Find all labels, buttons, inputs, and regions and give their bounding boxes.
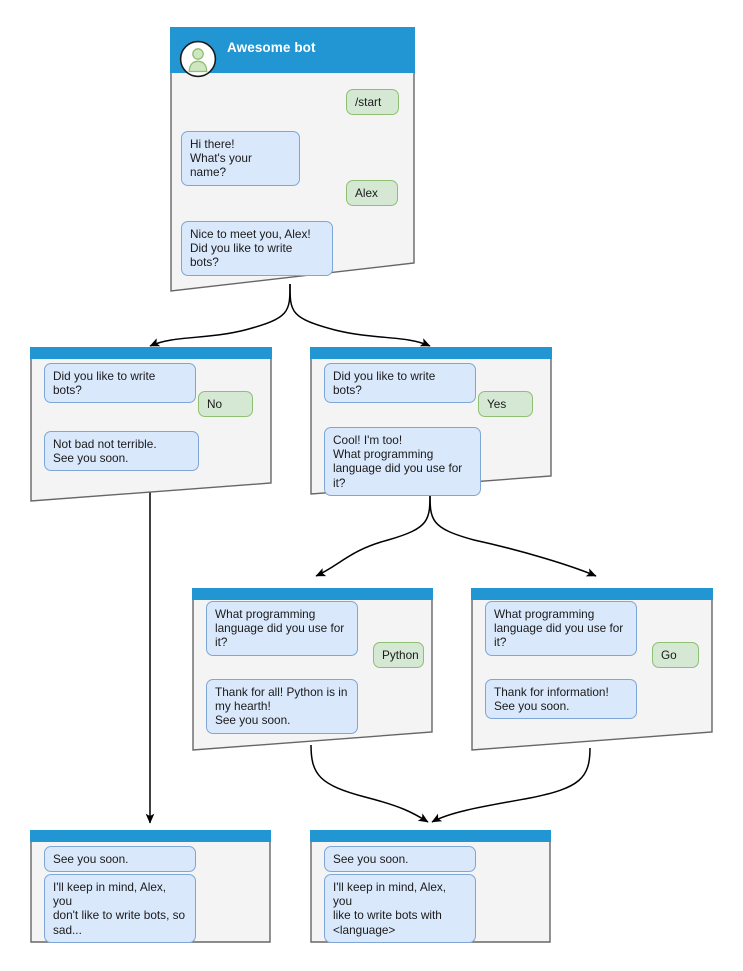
message-bubble-bot: Thank for all! Python is in my hearth! S… [206,679,358,734]
edge-go-to-end-yes [431,747,591,823]
node-answer-python[interactable]: What programming language did you use fo… [192,588,433,751]
person-avatar-icon [179,40,217,78]
message-bubble-bot: Did you like to write bots? [44,363,196,404]
node-end-yes-header [310,830,551,842]
node-answer-go-content: What programming language did you use fo… [471,588,713,751]
message-bubble-user: No [198,391,253,418]
message-bubble-user: Go [652,642,699,669]
node-end-no-header [30,830,271,842]
message-bubble-bot: See you soon. [324,846,476,873]
edge-start-to-no [149,283,291,347]
node-end-no-content: See you soon. I'll keep in mind, Alex, y… [30,830,271,943]
edge-python-to-end-yes [310,744,429,823]
node-start[interactable]: Awesome bot /start Hi there! What's your… [170,27,415,292]
node-end-no[interactable]: See you soon. I'll keep in mind, Alex, y… [30,830,271,943]
node-answer-go-header [471,588,713,600]
message-bubble-bot: I'll keep in mind, Alex, you don't like … [44,874,196,943]
message-bubble-bot: I'll keep in mind, Alex, you like to wri… [324,874,476,943]
message-bubble-bot: Not bad not terrible. See you soon. [44,431,199,472]
message-bubble-user: Alex [346,180,398,207]
message-bubble-bot: Nice to meet you, Alex! Did you like to … [181,221,333,276]
message-bubble-bot: See you soon. [44,846,196,873]
node-answer-no[interactable]: Did you like to write bots? No Not bad n… [30,347,272,502]
message-bubble-bot: What programming language did you use fo… [485,601,637,656]
node-answer-python-content: What programming language did you use fo… [192,588,433,751]
message-bubble-user: Yes [478,391,533,418]
node-end-yes-content: See you soon. I'll keep in mind, Alex, y… [310,830,551,943]
node-start-content: Awesome bot /start Hi there! What's your… [170,27,415,292]
node-end-yes[interactable]: See you soon. I'll keep in mind, Alex, y… [310,830,551,943]
node-answer-yes-header [310,347,552,359]
node-answer-yes[interactable]: Did you like to write bots? Yes Cool! I'… [310,347,552,496]
edge-yes-to-go [429,491,597,577]
message-bubble-bot: Thank for information! See you soon. [485,679,637,720]
message-bubble-bot: Cool! I'm too! What programming language… [324,427,481,496]
message-bubble-bot: What programming language did you use fo… [206,601,358,656]
edge-yes-to-python [315,491,431,577]
node-answer-python-header [192,588,433,600]
node-answer-go[interactable]: What programming language did you use fo… [471,588,713,751]
node-answer-no-content: Did you like to write bots? No Not bad n… [30,347,272,502]
message-bubble-user: /start [346,89,399,116]
node-answer-no-header [30,347,272,359]
node-answer-yes-content: Did you like to write bots? Yes Cool! I'… [310,347,552,496]
message-bubble-user: Python [373,642,424,669]
node-start-title: Awesome bot [227,40,316,55]
message-bubble-bot: Hi there! What's your name? [181,131,300,186]
edge-start-to-yes [289,283,431,347]
message-bubble-bot: Did you like to write bots? [324,363,476,404]
